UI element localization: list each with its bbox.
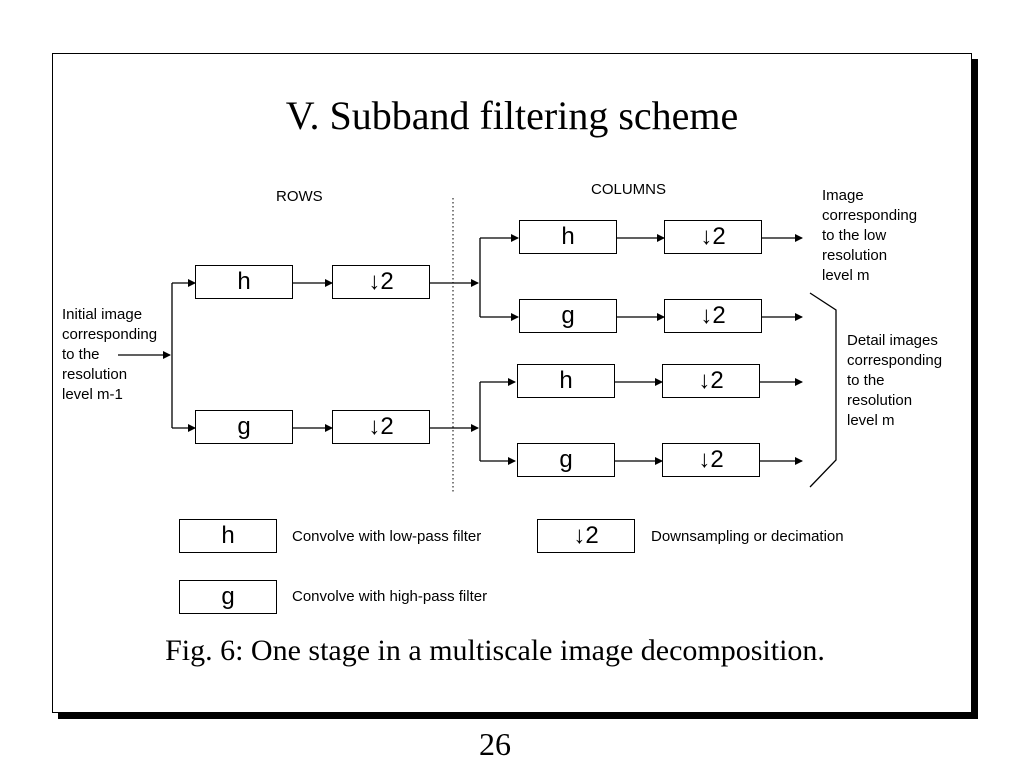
col-gh-downsample-box: ↓2 xyxy=(662,364,760,398)
col-hh-downsample-box: ↓2 xyxy=(664,220,762,254)
col-gg-downsample-box: ↓2 xyxy=(662,443,760,477)
figure-caption: Fig. 6: One stage in a multiscale image … xyxy=(165,634,825,667)
page-number: 26 xyxy=(479,726,511,762)
slide-title: V. Subband filtering scheme xyxy=(285,93,739,138)
legend-g-box: g xyxy=(179,580,277,614)
rows-label: ROWS xyxy=(276,188,323,205)
col-hg-filter-box: g xyxy=(519,299,617,333)
legend-downsample-box: ↓2 xyxy=(537,519,635,553)
input-image-label: Initial image corresponding to the resol… xyxy=(62,306,158,403)
detail-images-output-label: Detail images corresponding to the resol… xyxy=(847,332,943,429)
legend-h-box: h xyxy=(179,519,277,553)
col-hh-filter-box: h xyxy=(519,220,617,254)
col-gg-filter-box: g xyxy=(517,443,615,477)
row-high-downsample-box: ↓2 xyxy=(332,410,430,444)
legend-downsample-text: Downsampling or decimation xyxy=(651,528,844,545)
row-low-pass-filter-box: h xyxy=(195,265,293,299)
legend-h-text: Convolve with low-pass filter xyxy=(292,528,482,545)
legend-g-text: Convolve with high-pass filter xyxy=(292,588,488,605)
columns-label: COLUMNS xyxy=(591,181,667,198)
row-low-downsample-box: ↓2 xyxy=(332,265,430,299)
row-high-pass-filter-box: g xyxy=(195,410,293,444)
col-gh-filter-box: h xyxy=(517,364,615,398)
col-hg-downsample-box: ↓2 xyxy=(664,299,762,333)
low-resolution-output-label: Image corresponding to the low resolutio… xyxy=(822,187,918,284)
detail-brace xyxy=(809,292,837,488)
